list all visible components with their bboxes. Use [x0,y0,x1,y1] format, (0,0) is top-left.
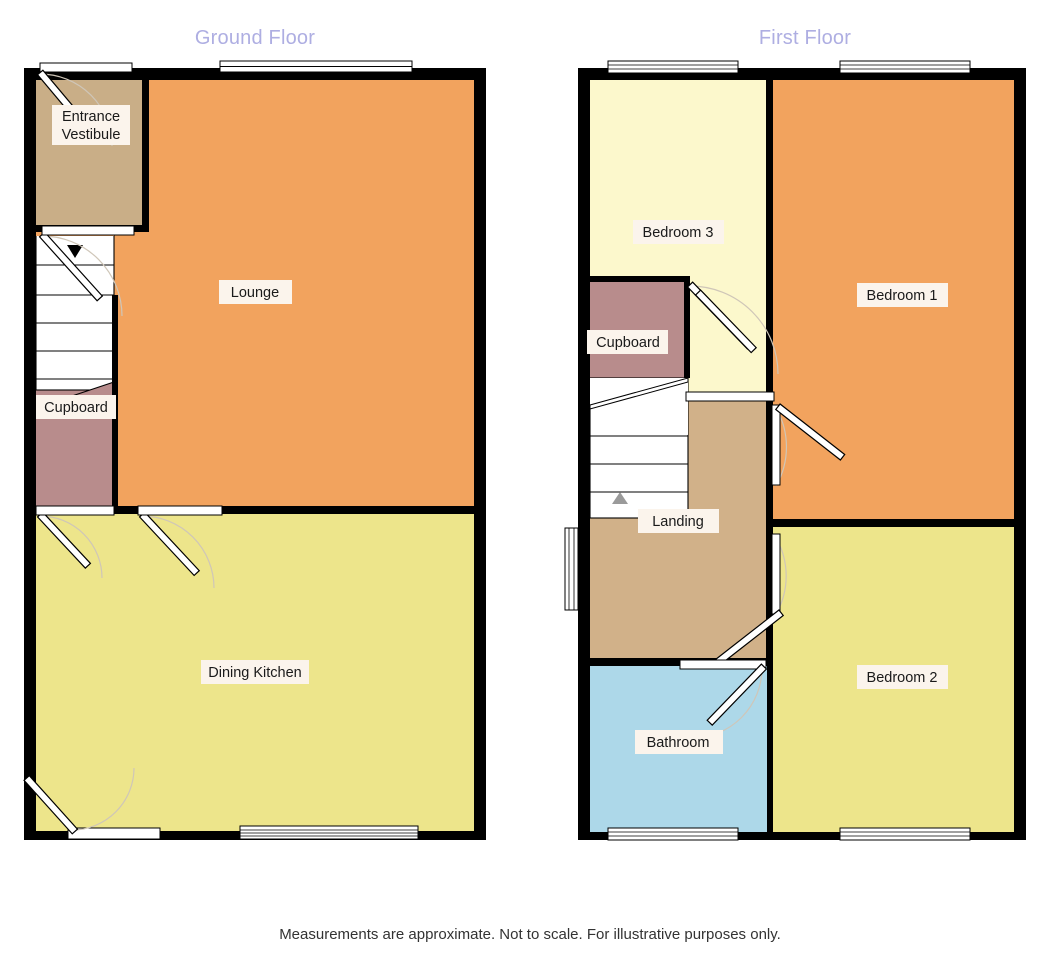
label-lounge-text: Lounge [231,285,279,301]
label-bedroom1-text: Bedroom 1 [867,288,938,304]
wall-bed1-bed2 [766,519,1026,527]
vestibule-wall-right [142,80,149,232]
door-bathroom [679,659,768,739]
disclaimer-caption: Measurements are approximate. Not to sca… [279,926,781,943]
wall-landing-right [766,398,773,660]
room-entrance-vestibule-fill [36,80,148,225]
window-bathroom-rear [607,827,739,841]
stairs-down-arrow-icon [67,245,83,258]
label-dining-kitchen: Dining Kitchen [201,660,309,684]
label-bedroom2-text: Bedroom 2 [867,670,938,686]
stairs-ground-box [35,234,115,391]
window-bedroom1-front [839,60,971,74]
label-dining-kitchen-text: Dining Kitchen [208,665,302,681]
label-lounge: Lounge [219,280,292,304]
first-floor-title: First Floor [758,27,852,49]
first-floor-diagram: Bedroom 3 Bedroom 1 Cupboard Landing Bat… [564,60,1026,841]
label-bathroom: Bathroom [635,730,723,754]
label-landing-text: Landing [652,514,704,530]
door-bedroom3 [685,281,779,402]
cupboard-wall-top [590,276,690,282]
label-bathroom-text: Bathroom [647,735,710,751]
window-bedroom3-front [607,60,739,74]
label-cupboard-first-text: Cupboard [596,335,660,351]
window-landing-side [564,527,579,611]
door-kitchen-rear [23,767,135,835]
label-entrance-vestibule-line2: Vestibule [62,127,121,143]
label-cupboard-ground-text: Cupboard [44,400,108,416]
cupboard-wall-right [684,282,690,378]
wall-bed3-bed1 [766,80,773,403]
stair-winder-edge [589,377,689,410]
door-vestibule-lounge [38,225,135,317]
door-lounge-kitchen [137,505,223,589]
label-cupboard-first: Cupboard [587,330,668,354]
window-vestibule-front [39,62,133,73]
window-lounge-front [219,60,413,73]
label-bedroom3-text: Bedroom 3 [643,225,714,241]
label-entrance-vestibule: Entrance Vestibule [52,105,130,145]
label-bedroom1: Bedroom 1 [857,283,948,307]
label-entrance-vestibule-line1: Entrance [62,109,120,125]
window-kitchen-rear-left [67,827,161,840]
label-cupboard-ground: Cupboard [36,395,116,419]
ground-floor-title: Ground Floor [194,27,316,49]
label-bedroom2: Bedroom 2 [857,665,948,689]
label-bedroom3: Bedroom 3 [633,220,724,244]
wall-lounge-kitchen [112,506,474,514]
door-hall-kitchen [35,505,115,579]
label-landing: Landing [638,509,719,533]
window-kitchen-rear-right [239,825,419,840]
door-bedroom1 [771,403,846,487]
stairs-up-arrow-icon [612,492,628,504]
stair-winder-first [590,378,688,435]
window-bedroom2-rear [839,827,971,841]
ground-floor-diagram: Entrance Vestibule Lounge Cupboard Dinin… [23,60,486,840]
